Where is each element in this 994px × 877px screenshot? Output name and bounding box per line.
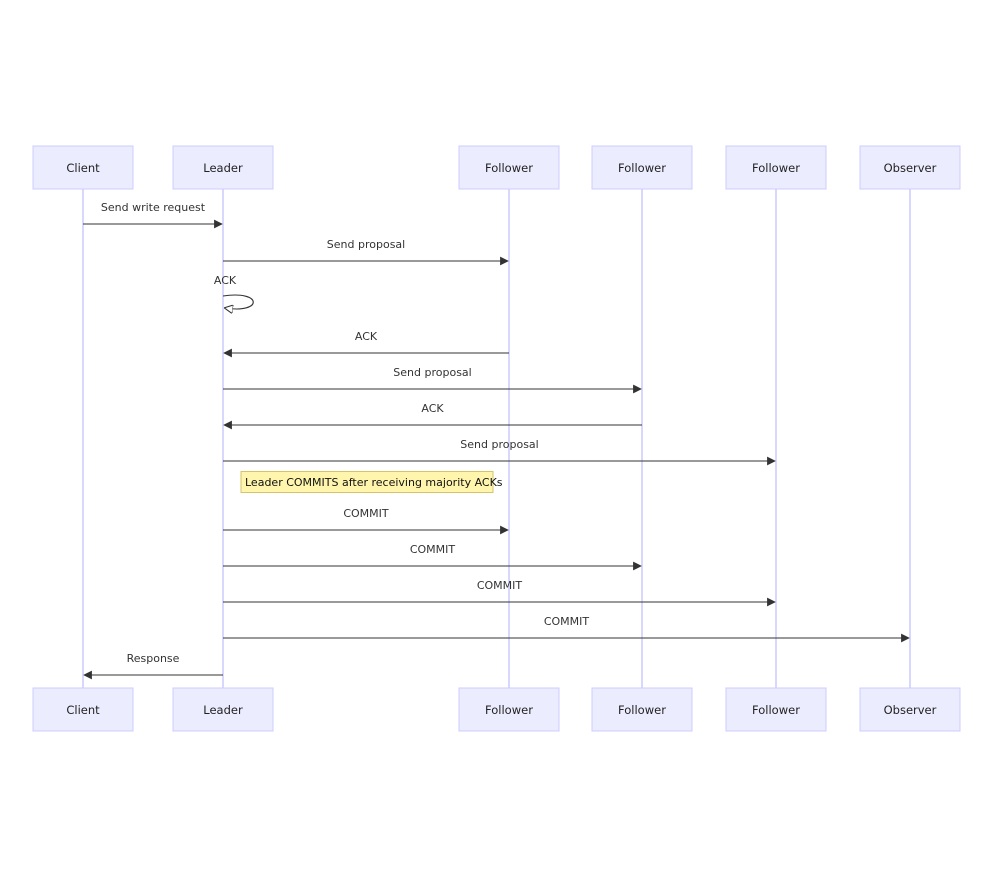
message-5: ACK — [223, 402, 642, 430]
participant-label: Client — [66, 161, 100, 175]
message-label: Send proposal — [327, 238, 405, 251]
participant-box — [725, 687, 827, 732]
message-label: COMMIT — [477, 579, 523, 592]
message-label: COMMIT — [410, 543, 456, 556]
participant-client-bottom: Client — [32, 687, 134, 732]
message-1: Send proposal — [223, 238, 509, 266]
participant-follower3-bottom: Follower — [725, 687, 827, 732]
participant-box — [172, 145, 274, 190]
participant-label: Follower — [752, 161, 800, 175]
participant-box — [458, 145, 560, 190]
message-label: COMMIT — [343, 507, 389, 520]
message-10: COMMIT — [223, 579, 776, 607]
participant-label: Client — [66, 703, 100, 717]
message-arrow — [222, 294, 254, 309]
message-6: Send proposal — [223, 438, 776, 466]
participant-label: Observer — [884, 161, 937, 175]
message-label: COMMIT — [544, 615, 590, 628]
participant-observer-bottom: Observer — [859, 687, 961, 732]
note: Leader COMMITS after receiving majority … — [240, 471, 503, 493]
participant-leader-bottom: Leader — [172, 687, 274, 732]
participant-label: Follower — [752, 703, 800, 717]
participant-client-top: Client — [32, 145, 134, 190]
message-12: Response — [83, 652, 223, 680]
message-9: COMMIT — [223, 543, 642, 571]
message-label: Response — [127, 652, 180, 665]
participant-box — [32, 687, 134, 732]
participant-box — [172, 687, 274, 732]
message-0: Send write request — [83, 201, 223, 229]
participant-follower3-top: Follower — [725, 145, 827, 190]
message-label: ACK — [355, 330, 378, 343]
participant-label: Follower — [485, 703, 533, 717]
participant-follower1-top: Follower — [458, 145, 560, 190]
participant-observer-top: Observer — [859, 145, 961, 190]
participant-box — [591, 145, 693, 190]
participant-label: Observer — [884, 703, 937, 717]
participant-follower2-top: Follower — [591, 145, 693, 190]
participant-box — [859, 687, 961, 732]
participant-box — [859, 145, 961, 190]
message-11: COMMIT — [223, 615, 910, 643]
participant-label: Follower — [618, 161, 666, 175]
message-label: ACK — [421, 402, 444, 415]
participant-label: Follower — [485, 161, 533, 175]
message-2: ACK — [214, 274, 254, 309]
participant-follower1-bottom: Follower — [458, 687, 560, 732]
message-label: Send write request — [101, 201, 206, 214]
note-box — [240, 471, 494, 493]
message-label: ACK — [214, 274, 237, 287]
note-text: Leader COMMITS after receiving majority … — [245, 476, 503, 489]
participant-leader-top: Leader — [172, 145, 274, 190]
participant-label: Leader — [203, 703, 243, 717]
participant-box — [725, 145, 827, 190]
message-label: Send proposal — [393, 366, 471, 379]
message-4: Send proposal — [223, 366, 642, 394]
message-label: Send proposal — [460, 438, 538, 451]
participant-box — [458, 687, 560, 732]
participant-label: Follower — [618, 703, 666, 717]
message-3: ACK — [223, 330, 509, 358]
participant-label: Leader — [203, 161, 243, 175]
participant-box — [591, 687, 693, 732]
participant-follower2-bottom: Follower — [591, 687, 693, 732]
participant-box — [32, 145, 134, 190]
message-8: COMMIT — [223, 507, 509, 535]
